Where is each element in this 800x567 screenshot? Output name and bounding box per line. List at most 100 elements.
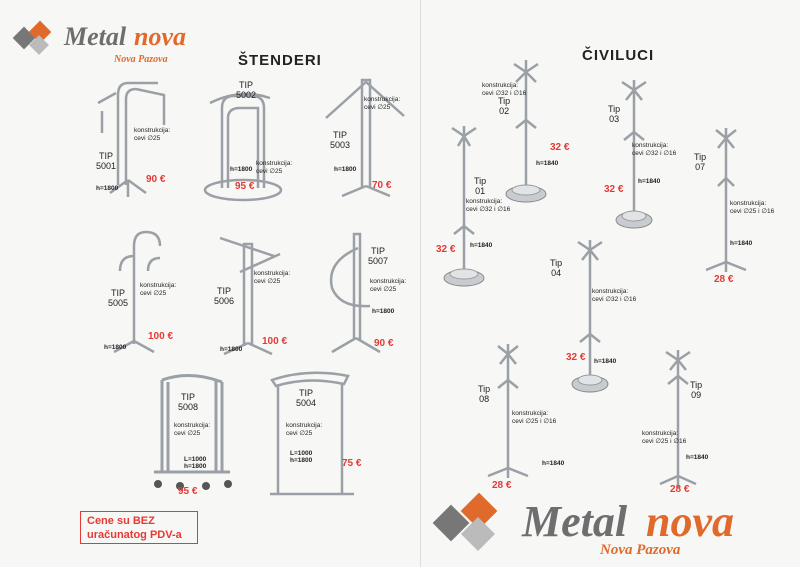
heading-stenderi: ŠTENDERI — [238, 52, 322, 69]
construction-spec: konstrukcija: cevi ∅25 — [364, 96, 401, 111]
price: 100 € — [262, 336, 288, 347]
logo-word-metal: Metal — [64, 22, 127, 51]
construction-spec: konstrukcija: cevi ∅25 — [140, 282, 177, 297]
height-spec: h=1800 — [220, 346, 243, 353]
product-tip-5008: TIP 5008 konstrukcija: cevi ∅25 L=1000 h… — [150, 372, 240, 500]
coat-stand-01-drawing — [443, 126, 485, 287]
tip-label: Tip 01 — [474, 176, 487, 196]
product-tip-03: Tip 03 konstrukcija: cevi ∅32 i ∅16 h=18… — [600, 76, 700, 232]
rack-5008-drawing — [154, 374, 232, 490]
logo-bottom: Metal nova Nova Pazova — [432, 492, 792, 562]
logo-top: Metal nova Nova Pazova — [12, 18, 186, 68]
rack-5006-drawing — [219, 236, 281, 356]
product-tip-5005: TIP 5005 konstrukcija: cevi ∅25 h=1800 1… — [100, 226, 200, 356]
tip-label: TIP 5008 — [178, 392, 199, 412]
construction-spec: konstrukcija: cevi ∅25 — [254, 270, 291, 285]
tip-label: Tip 08 — [478, 384, 491, 404]
height-spec: h=1840 — [686, 454, 709, 461]
logo-diamonds-icon — [432, 492, 498, 551]
construction-spec: konstrukcija: cevi ∅25 — [174, 422, 211, 437]
logo-subtitle: Nova Pazova — [114, 54, 168, 65]
product-tip-5002: TIP 5002 konstrukcija: cevi ∅25 h=1800 9… — [200, 78, 293, 203]
tip-label: TIP 5007 — [368, 246, 389, 266]
tip-label: Tip 07 — [694, 152, 707, 172]
construction-spec: konstrukcija: cevi ∅32 i ∅16 — [482, 82, 527, 97]
height-spec: h=1800 — [230, 166, 253, 173]
price: 95 € — [178, 486, 198, 497]
tip-label: Tip 04 — [550, 258, 563, 278]
price: 75 € — [342, 458, 362, 469]
tip-label: TIP 5003 — [330, 130, 351, 150]
tip-label: TIP 5004 — [296, 388, 317, 408]
product-tip-5003: TIP 5003 konstrukcija: cevi ∅25 h=1800 7… — [318, 70, 423, 200]
rack-5001-drawing — [97, 81, 166, 197]
tip-label: TIP 5005 — [108, 288, 129, 308]
vat-note: Cene su BEZ uračunatog PDV-a — [80, 511, 198, 544]
height-spec: h=1840 — [536, 160, 559, 167]
coat-stand-08-drawing — [487, 344, 529, 478]
coat-stand-03-drawing — [615, 80, 653, 229]
rack-5007-drawing — [329, 232, 381, 354]
height-spec: h=1800 — [104, 344, 127, 351]
construction-spec: konstrukcija: cevi ∅25 — [256, 160, 293, 175]
coat-stand-02-drawing — [505, 60, 547, 203]
height-spec: h=1840 — [542, 460, 565, 467]
tip-label: Tip 02 — [498, 96, 511, 116]
price: 32 € — [436, 244, 456, 255]
logo-word-metal: Metal — [522, 497, 628, 546]
construction-spec: konstrukcija: cevi ∅25 i ∅16 — [512, 410, 557, 425]
rack-5003-drawing — [325, 78, 405, 198]
product-tip-04: Tip 04 konstrukcija: cevi ∅32 i ∅16 h=18… — [546, 236, 656, 396]
height-spec: h=1840 — [638, 178, 661, 185]
construction-spec: konstrukcija: cevi ∅25 — [286, 422, 323, 437]
rack-5004-drawing — [270, 371, 354, 496]
construction-spec: konstrukcija: cevi ∅25 i ∅16 — [642, 430, 687, 445]
page-fold — [420, 0, 421, 567]
height-spec: h=1840 — [730, 240, 753, 247]
height-spec: h=1800 — [334, 166, 357, 173]
construction-spec: konstrukcija: cevi ∅32 i ∅16 — [632, 142, 677, 157]
product-tip-07: Tip 07 konstrukcija: cevi ∅25 i ∅16 h=18… — [694, 124, 794, 285]
product-tip-5007: TIP 5007 konstrukcija: cevi ∅25 h=1800 9… — [318, 228, 423, 358]
dimension-spec: L=1000 h=1800 — [290, 450, 313, 464]
logo-diamonds-icon — [12, 20, 52, 55]
price: 28 € — [714, 274, 734, 285]
tip-label: Tip 03 — [608, 104, 621, 124]
coat-stand-04-drawing — [571, 240, 609, 393]
product-tip-5004: TIP 5004 konstrukcija: cevi ∅25 L=1000 h… — [268, 370, 378, 502]
construction-spec: konstrukcija: cevi ∅25 — [134, 127, 171, 142]
product-tip-08: Tip 08 konstrukcija: cevi ∅25 i ∅16 h=18… — [476, 340, 586, 496]
product-tip-5001: TIP 5001 konstrukcija: cevi ∅25 h=1800 9… — [88, 75, 188, 200]
logo-subtitle: Nova Pazova — [600, 542, 681, 558]
price: 70 € — [372, 180, 392, 191]
tip-label: Tip 09 — [690, 380, 703, 400]
rack-5002-drawing — [203, 92, 283, 202]
price: 100 € — [148, 331, 174, 342]
price: 28 € — [670, 484, 690, 495]
rack-5005-drawing — [113, 230, 162, 354]
dimension-spec: L=1000 h=1800 — [184, 456, 207, 470]
product-tip-01: Tip 01 konstrukcija: cevi ∅32 i ∅16 h=18… — [430, 122, 530, 292]
logo-word-nova: nova — [134, 22, 186, 51]
price: 28 € — [492, 480, 512, 491]
height-spec: h=1840 — [470, 242, 493, 249]
price: 32 € — [604, 184, 624, 195]
height-spec: h=1800 — [372, 308, 395, 315]
product-tip-5006: TIP 5006 konstrukcija: cevi ∅25 h=1800 1… — [210, 228, 310, 358]
price: 90 € — [146, 174, 166, 185]
height-spec: h=1840 — [594, 358, 617, 365]
tip-label: TIP 5002 — [236, 80, 257, 100]
heading-civiluci: ČIVILUCI — [582, 47, 655, 64]
price: 95 € — [235, 181, 255, 192]
logo-word-nova: nova — [646, 497, 734, 546]
price: 90 € — [374, 338, 394, 349]
construction-spec: konstrukcija: cevi ∅25 i ∅16 — [730, 200, 775, 215]
construction-spec: konstrukcija: cevi ∅32 i ∅16 — [592, 288, 637, 303]
height-spec: h=1800 — [96, 185, 119, 192]
product-tip-09: Tip 09 konstrukcija: cevi ∅25 i ∅16 h=18… — [640, 346, 750, 496]
construction-spec: konstrukcija: cevi ∅25 — [370, 278, 407, 293]
product-tip-02: Tip 02 konstrukcija: cevi ∅32 i ∅16 h=18… — [480, 56, 590, 206]
tip-label: TIP 5006 — [214, 286, 235, 306]
coat-stand-07-drawing — [705, 128, 747, 272]
